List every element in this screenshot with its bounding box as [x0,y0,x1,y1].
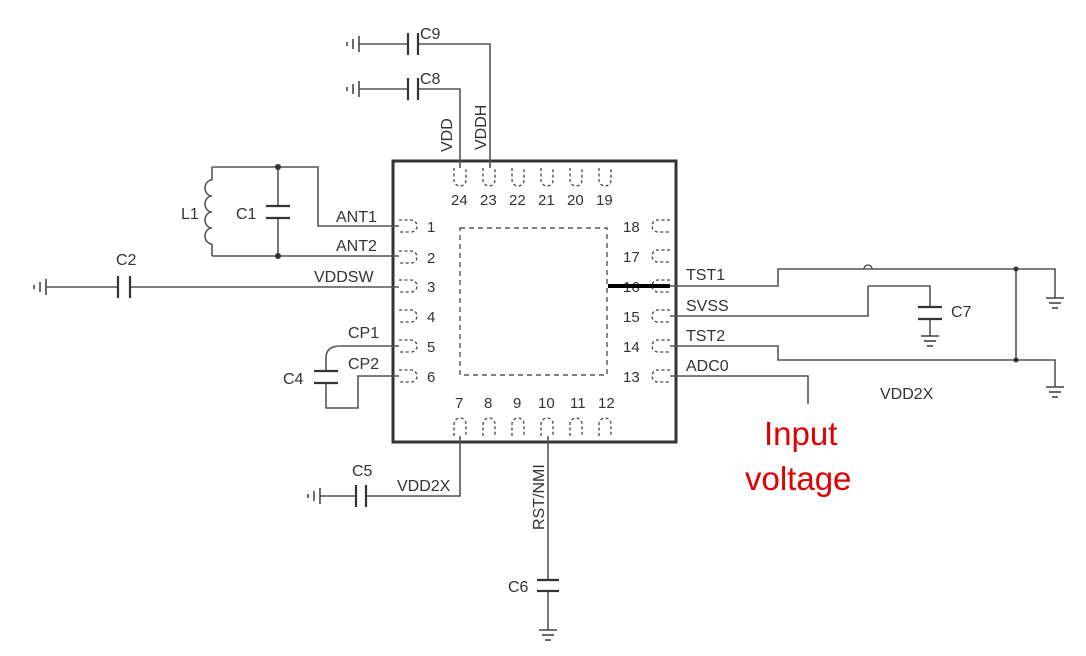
net-label-tst2: TST2 [686,328,725,345]
component-label-l1: L1 [181,206,199,223]
component-label-c6: C6 [508,579,529,596]
charge-pump-cap [314,345,399,409]
component-label-c7: C7 [951,304,972,321]
pin-number: 8 [484,395,492,412]
pin-number: 23 [480,192,497,209]
net-label-tst1: TST1 [686,267,725,284]
exposed-pad [459,227,608,376]
pin-number: 19 [596,192,613,209]
pin-number: 22 [509,192,526,209]
top-pads [453,168,612,187]
net-label-vddh: VDDH [473,105,490,150]
pin-number: 2 [427,250,435,267]
pin-number: 13 [623,369,640,386]
right-pads [651,219,670,383]
pin-number: 17 [623,249,640,266]
inductor-l1 [204,179,213,245]
bottom-pads [453,417,612,436]
pin-number: 18 [623,219,640,236]
annotation-voltage: voltage [745,460,851,497]
annotation-input: Input [764,415,837,452]
net-label-cp2: CP2 [348,356,379,373]
vddsw-decoupling [33,276,399,298]
net-label-svss: SVSS [686,298,729,315]
pin-number: 15 [623,309,640,326]
component-label-c4: C4 [283,371,304,388]
pin-number: 7 [455,395,463,412]
pin-number: 6 [427,369,435,386]
pin-number: 20 [567,192,584,209]
net-label-adc0: ADC0 [686,358,729,375]
component-label-c5: C5 [352,463,373,480]
left-pads [399,219,418,383]
vdd2x-decoupling [307,436,461,507]
reset-cap [537,436,559,641]
ic-body [391,159,678,444]
pin-number: 14 [623,339,640,356]
pin-number: 21 [538,192,555,209]
pin-number: 3 [427,279,435,296]
pin-number: 12 [598,395,615,412]
net-label-vdd: VDD [439,118,456,152]
vdd-decoupling [346,78,461,168]
net-label-vdd2x-right: VDD2X [880,386,934,403]
component-label-c1: C1 [236,206,257,223]
component-label-c8: C8 [420,71,441,88]
net-label-cp1: CP1 [348,325,379,342]
pin-number: 1 [427,219,435,236]
net-label-ant1: ANT1 [336,209,377,226]
net-label-vddsw: VDDSW [314,269,374,286]
right-network [608,264,1064,404]
component-label-c2: C2 [116,252,137,269]
vddh-decoupling [346,33,491,168]
pin-number: 11 [570,395,586,412]
component-label-c9: C9 [420,26,441,43]
net-label-rst-nmi: RST/NMI [531,464,548,530]
pin-number: 9 [513,395,521,412]
pin-number: 10 [538,395,555,412]
net-label-vdd2x-bottom: VDD2X [397,478,451,495]
pin-number: 4 [427,309,435,326]
pin-number: 5 [427,339,435,356]
pin-number: 24 [451,192,468,209]
antenna-tank [204,164,399,259]
net-label-ant2: ANT2 [336,238,377,255]
